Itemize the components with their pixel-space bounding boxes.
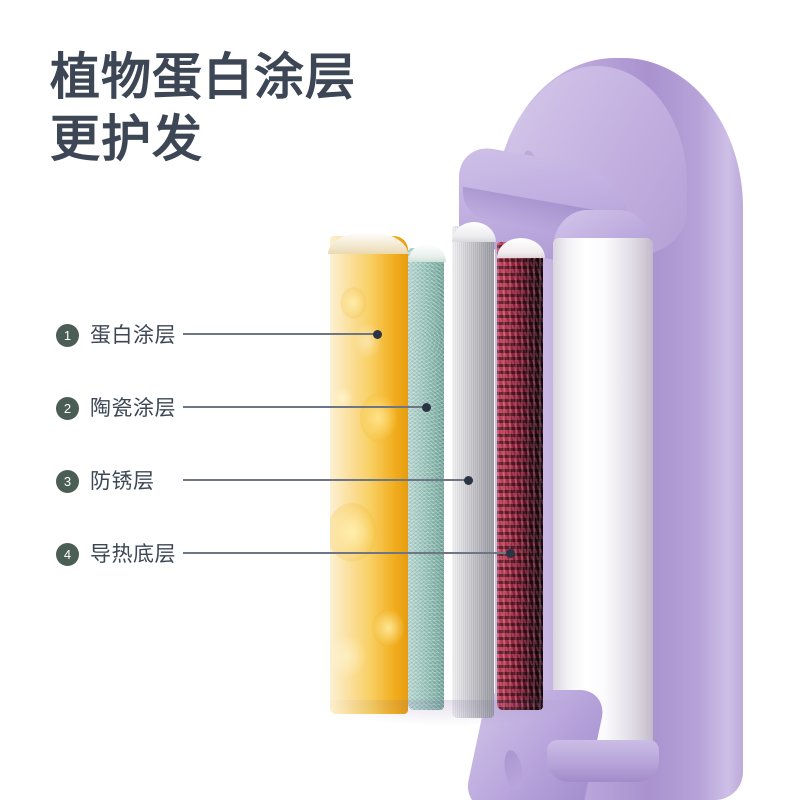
leader-dot-carbon — [506, 549, 515, 558]
coating-layer-protein — [330, 236, 408, 714]
ceramic-layer-top-edge — [408, 244, 446, 262]
carbon-layer-top-edge — [497, 238, 545, 258]
styler-chrome-barrel — [553, 238, 653, 768]
legend-label-carbon: 导热底层 — [90, 542, 176, 566]
coating-layer-carbon — [497, 242, 543, 710]
protein-layer-face — [330, 236, 408, 714]
leader-line-ceramic — [183, 406, 423, 408]
page-title-line-2: 更护发 — [50, 111, 203, 167]
styler-barrel-base — [547, 740, 659, 782]
page-title: 植物蛋白涂层 更护发 — [50, 46, 356, 170]
legend-label-protein: 蛋白涂层 — [90, 323, 176, 347]
legend-item-protein[interactable]: 1 蛋白涂层 — [56, 322, 176, 348]
legend-item-ceramic[interactable]: 2 陶瓷涂层 — [56, 395, 176, 421]
protein-layer-top-edge — [328, 232, 408, 254]
legend-label-ceramic: 陶瓷涂层 — [90, 396, 176, 420]
carbon-layer-face — [497, 242, 543, 710]
anti-rust-layer-face — [452, 226, 494, 718]
leader-line-anti-rust — [183, 479, 465, 481]
legend-badge-1: 1 — [56, 323, 79, 347]
leader-dot-anti-rust — [464, 476, 473, 485]
legend-item-anti-rust[interactable]: 3 防锈层 — [56, 468, 155, 494]
leader-line-carbon — [183, 552, 507, 554]
leader-line-protein — [183, 333, 373, 335]
page-title-line-1: 植物蛋白涂层 — [50, 49, 356, 105]
legend-badge-4: 4 — [56, 542, 79, 566]
coating-layer-anti-rust — [452, 226, 494, 718]
leader-dot-ceramic — [422, 403, 431, 412]
legend-item-carbon[interactable]: 4 导热底层 — [56, 541, 176, 567]
legend-label-anti-rust: 防锈层 — [90, 469, 155, 493]
legend-badge-3: 3 — [56, 469, 79, 493]
stack-bottom-shadow — [322, 700, 572, 726]
legend-badge-2: 2 — [56, 396, 79, 420]
anti-rust-layer-top-edge — [452, 222, 496, 242]
leader-dot-protein — [373, 330, 382, 339]
coating-layer-stack — [322, 196, 582, 736]
